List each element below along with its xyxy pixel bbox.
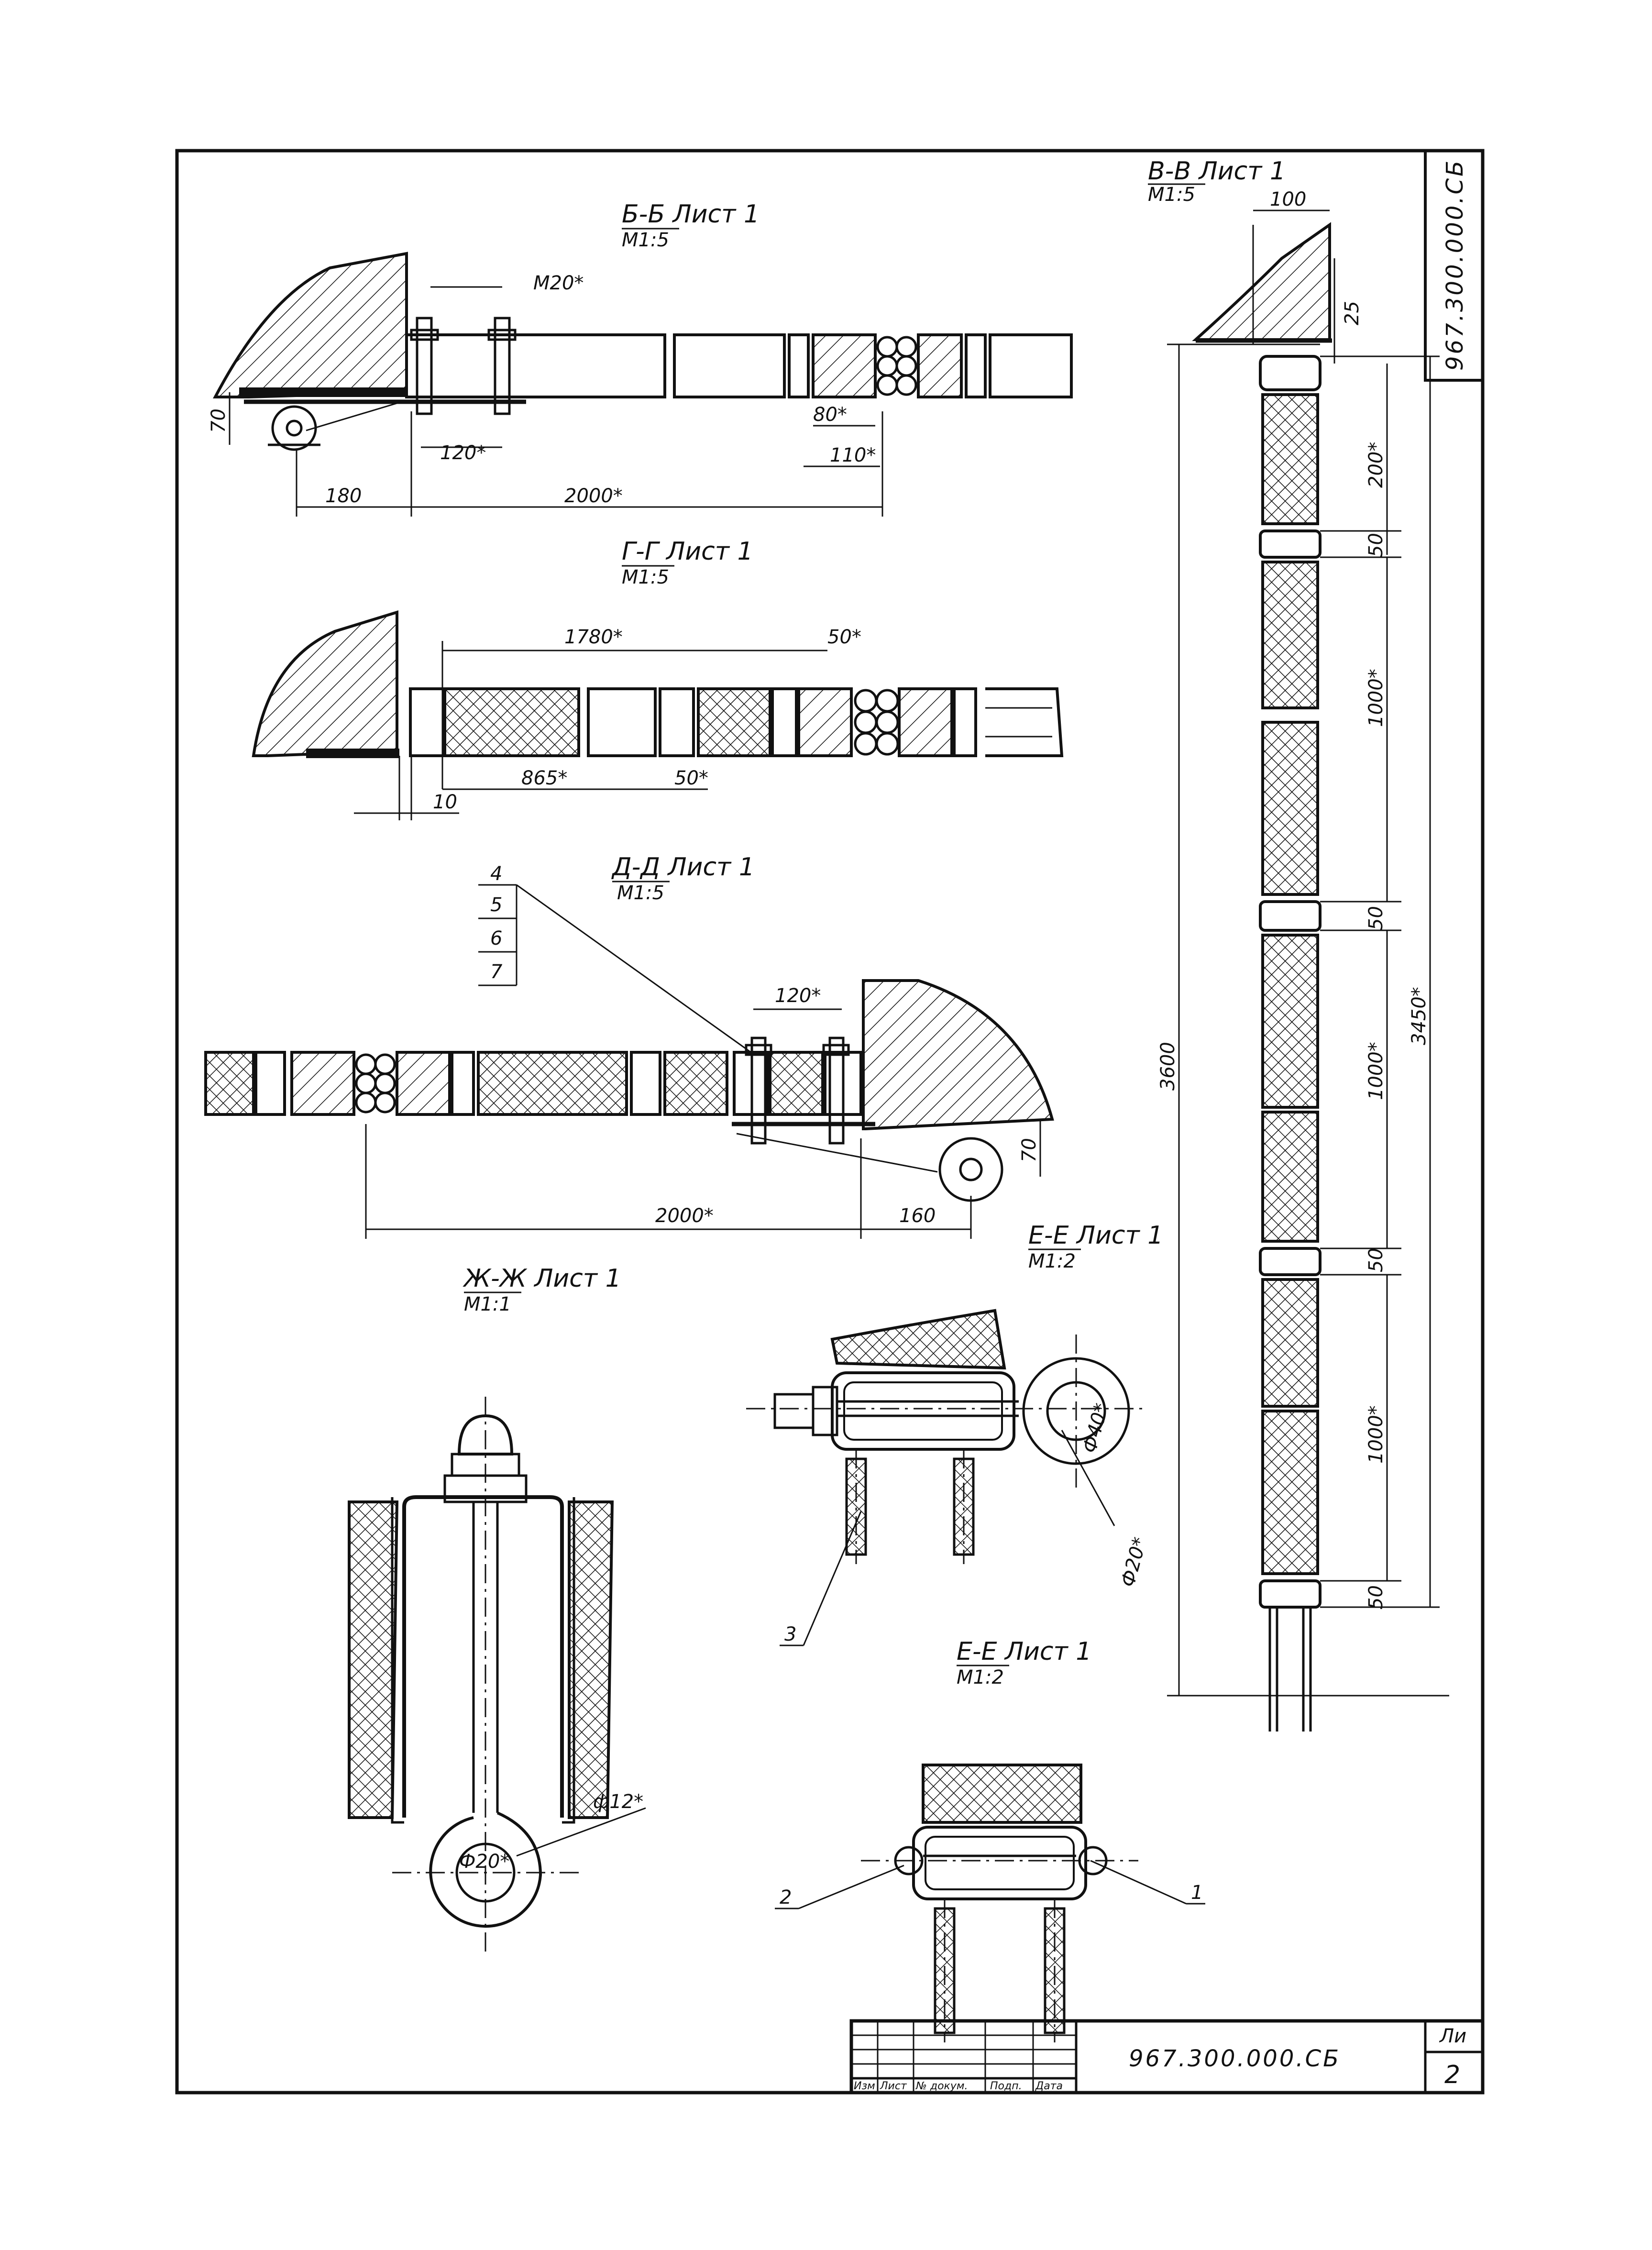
gg-dim-50-bottom: 50* <box>674 767 708 789</box>
zhzh-dim-phi12: ф12* <box>593 1791 643 1813</box>
gg-dim-50-top: 50* <box>827 626 861 648</box>
bb-dim-2000: 2000* <box>564 485 623 507</box>
view-gg-scale: М1:5 <box>622 566 669 588</box>
dd-part-4: 4 <box>490 863 502 885</box>
tb-sheet-label: Ли <box>1439 2025 1466 2047</box>
view-ee1-scale: М1:2 <box>1028 1250 1076 1272</box>
view-ee-1: Е-Е Лист 1 М1:2 Ф40* Ф20* 3 <box>746 1221 1163 1646</box>
view-bb: Б-Б Лист 1 М1:5 М20* 70 120* <box>208 200 1073 517</box>
dd-dim-2000: 2000* <box>655 1205 714 1227</box>
vv-dim-50-b: 50 <box>1365 906 1387 930</box>
gg-dim-10: 10 <box>433 791 457 813</box>
view-dd-scale: М1:5 <box>617 882 664 904</box>
tb-sheet-number: 2 <box>1444 2061 1460 2089</box>
dd-part-7: 7 <box>490 961 503 983</box>
view-vv-scale: М1:5 <box>1148 184 1195 206</box>
zhzh-dim-phi20: Ф20* <box>459 1851 509 1873</box>
bb-dim-110: 110* <box>830 444 876 466</box>
view-gg: Г-Г Лист 1 М1:5 1780* 50* 865* 50* 10 <box>252 537 1064 820</box>
tb-col-doc: № докум. <box>915 2080 968 2092</box>
vv-dim-100: 100 <box>1270 188 1306 210</box>
view-vv-title: В-В Лист 1 <box>1148 157 1286 186</box>
view-bb-scale: М1:5 <box>622 229 669 251</box>
tb-col-date: Дата <box>1035 2080 1063 2092</box>
view-vv: В-В Лист 1 М1:5 100 25 3600 200* 50 <box>1148 157 1449 1732</box>
dd-dim-70: 70 <box>1018 1138 1040 1162</box>
view-ee2-scale: М1:2 <box>957 1666 1004 1688</box>
tb-col-izm: Изм <box>854 2080 875 2092</box>
vv-dim-200: 200* <box>1365 442 1387 488</box>
view-ee-2: Е-Е Лист 1 М1:2 2 1 <box>775 1637 1205 2042</box>
vv-dim-3450: 3450* <box>1408 987 1430 1045</box>
vv-dim-3600: 3600 <box>1157 1042 1179 1091</box>
bb-dim-80: 80* <box>813 404 847 426</box>
code-stamp-box <box>1424 149 1484 382</box>
view-ee1-title: Е-Е Лист 1 <box>1028 1221 1163 1250</box>
ee2-part-1: 1 <box>1191 1882 1203 1904</box>
view-zhzh: Ж-Ж Лист 1 М1:1 ф12* Ф20* <box>348 1264 646 1952</box>
bb-dim-70: 70 <box>208 408 230 433</box>
dd-dim-160: 160 <box>899 1205 936 1227</box>
view-bb-title: Б-Б Лист 1 <box>622 200 760 229</box>
vv-dim-1000-c: 1000* <box>1365 1405 1387 1464</box>
dd-dim-120: 120* <box>775 985 821 1007</box>
ee1-part-3: 3 <box>784 1623 796 1645</box>
tb-col-sign: Подп. <box>990 2080 1022 2092</box>
vv-dim-1000-a: 1000* <box>1365 669 1387 727</box>
code-stamp-text: 967.300.000.СБ <box>1442 159 1468 371</box>
title-block: Изм Лист № докум. Подп. Дата 967.300.000… <box>849 2019 1485 2095</box>
bb-dim-180: 180 <box>325 485 362 507</box>
view-dd-title: Д-Д Лист 1 <box>611 853 755 882</box>
view-zhzh-scale: М1:1 <box>464 1293 511 1315</box>
dd-part-5: 5 <box>490 894 502 916</box>
view-zhzh-title: Ж-Ж Лист 1 <box>463 1264 621 1293</box>
bb-dim-120: 120* <box>440 442 486 464</box>
tb-col-list: Лист <box>880 2080 907 2092</box>
dd-parts-list: 4 5 6 7 <box>478 863 751 1053</box>
view-gg-title: Г-Г Лист 1 <box>622 537 753 566</box>
vv-dim-50-c: 50 <box>1365 1248 1387 1272</box>
gg-dim-1780: 1780* <box>564 626 623 648</box>
tb-drawing-code: 967.300.000.СБ <box>1129 2045 1341 2072</box>
gg-dim-865: 865* <box>521 767 567 789</box>
vv-dim-50-a: 50 <box>1365 533 1387 557</box>
sheet-frame <box>175 149 1485 2095</box>
vv-dim-1000-b: 1000* <box>1365 1042 1387 1100</box>
view-dd: Д-Д Лист 1 М1:5 4 5 6 7 <box>204 853 1054 1239</box>
view-ee2-title: Е-Е Лист 1 <box>957 1637 1091 1666</box>
dd-part-6: 6 <box>490 927 502 949</box>
ee2-part-2: 2 <box>780 1886 792 1908</box>
vv-dim-50-d: 50 <box>1365 1585 1387 1610</box>
ee1-dim-phi20: Ф20* <box>1117 1535 1151 1589</box>
vv-dim-25: 25 <box>1341 301 1363 325</box>
bb-dim-m20: М20* <box>533 272 584 294</box>
